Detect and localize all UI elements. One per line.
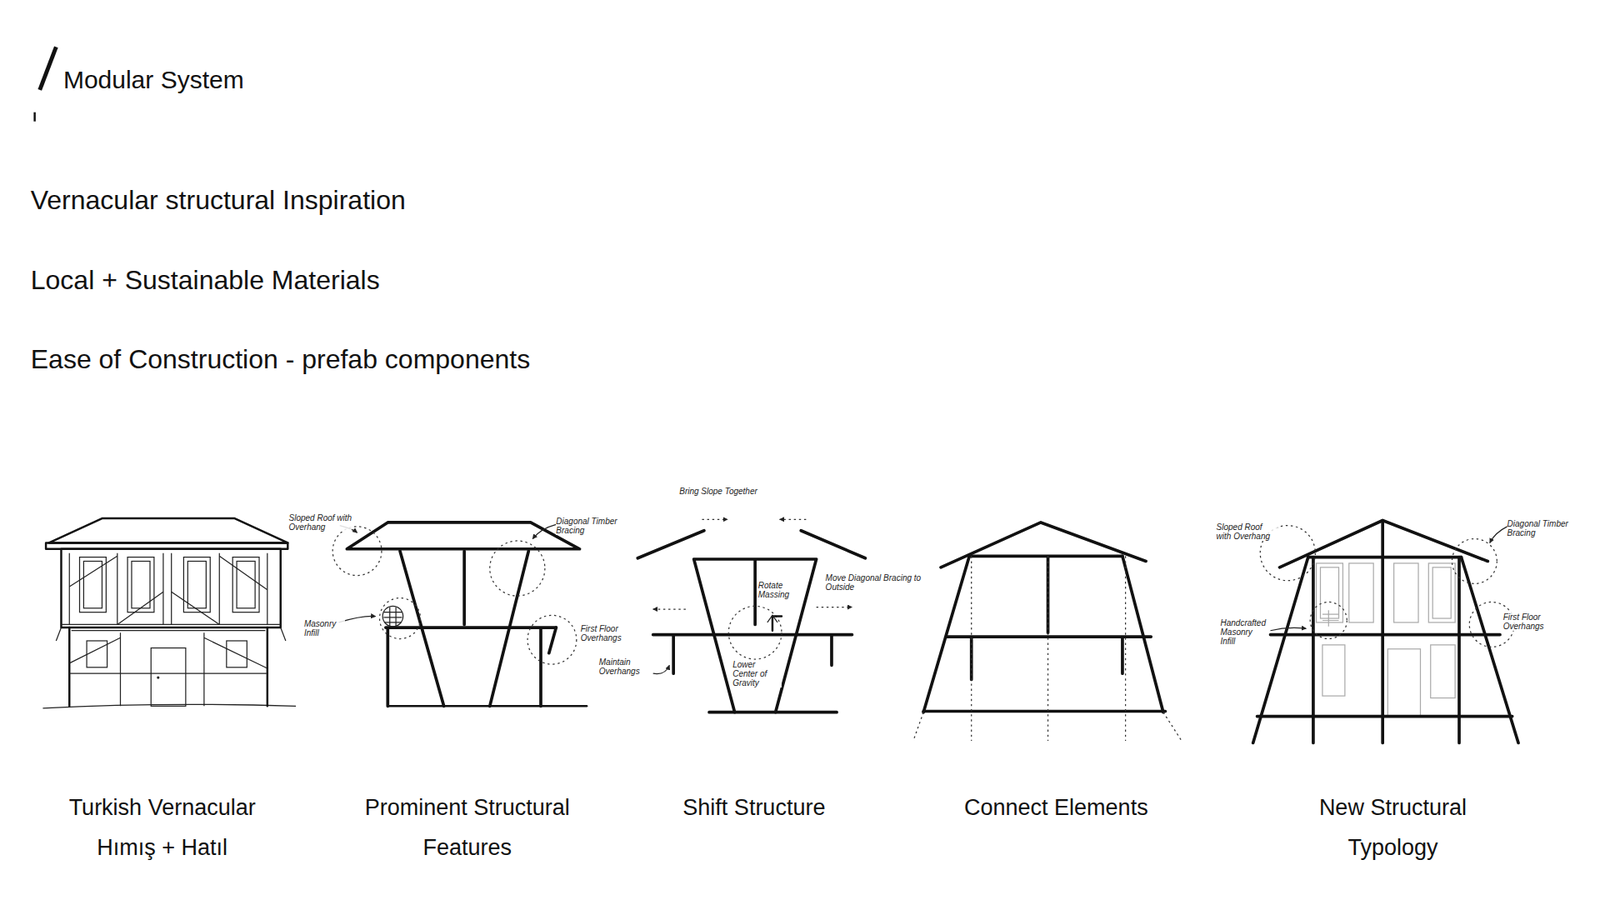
sketch-annotation: Lower Center of Gravity xyxy=(732,660,782,688)
tick-mark xyxy=(33,112,35,122)
bullet-line: Local + Sustainable Materials xyxy=(30,263,745,297)
sketch-annotation: Handcrafted Masonry Infill xyxy=(1220,618,1267,646)
sketch-annotation: Masonry Infill xyxy=(304,619,345,638)
sketch-annotation: Maintain Overhangs xyxy=(599,657,653,676)
sketch-caption: Shift Structure xyxy=(621,787,887,828)
connect-elements-sketch xyxy=(913,522,1182,741)
sketch-caption: New Structural Typology xyxy=(1290,787,1495,868)
sketch-annotation: First Floor Overhangs xyxy=(580,624,642,643)
sketch-annotation: First Floor Overhangs xyxy=(1503,612,1565,631)
sketch-annotation: Rotate Massing xyxy=(758,580,800,600)
sketch-annotation: Move Diagonal Bracing to Outside xyxy=(825,573,926,592)
sketch-annotation: Diagonal Timber Bracing xyxy=(555,516,620,535)
sketch-annotation: Bring Slope Together xyxy=(676,486,760,496)
bullet-line: Vernacular structural Inspiration xyxy=(30,183,745,217)
sketch-annotation: Diagonal Timber Bracing xyxy=(1507,519,1573,538)
sketch-annotation: Sloped Roof with Overhang xyxy=(289,513,353,532)
sketch-annotation: Sloped Roof with Overhang xyxy=(1216,522,1278,541)
sketch-caption: Turkish Vernacular Hımış + Hatıl xyxy=(40,787,285,868)
shift-structure-sketch xyxy=(637,519,865,712)
structural-features-sketch xyxy=(332,522,587,706)
new-typology-sketch xyxy=(1253,520,1519,743)
bullet-line: Ease of Construction - prefab components xyxy=(30,342,807,376)
vernacular-house-sketch xyxy=(42,518,296,709)
slide-title: Modular System xyxy=(63,65,245,95)
sketch-caption: Connect Elements xyxy=(913,787,1200,828)
sketch-caption: Prominent Structural Features xyxy=(335,787,600,868)
title-slash xyxy=(40,46,57,90)
